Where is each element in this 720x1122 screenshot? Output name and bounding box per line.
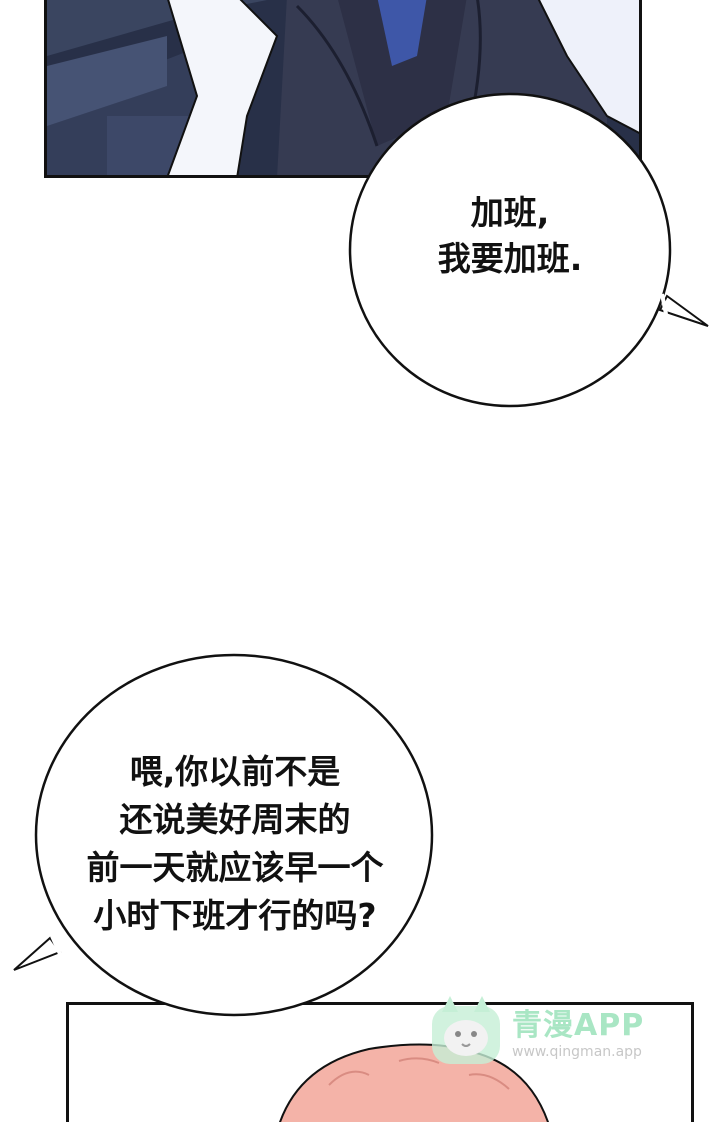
- bubble2-line-1: 喂,你以前不是: [129, 752, 341, 791]
- bubble2-line-4: 小时下班才行的吗?: [93, 896, 377, 935]
- bubble1-line-1: 加班,: [470, 193, 550, 232]
- speech-bubble-2-text: 喂,你以前不是 还说美好周末的 前一天就应该早一个 小时下班才行的吗?: [40, 748, 430, 940]
- bubble2-line-2: 还说美好周末的: [119, 800, 351, 839]
- bubble1-line-2: 我要加班.: [437, 239, 583, 278]
- bubble2-line-3: 前一天就应该早一个: [86, 848, 384, 887]
- comic-panel-top: [44, 0, 642, 178]
- speech-bubble-2: [13, 653, 434, 1017]
- cat-logo-icon: [432, 996, 500, 1064]
- watermark: 青漫APP www.qingman.app: [428, 994, 678, 1074]
- speech-bubble-1-text: 加班, 我要加班.: [390, 190, 630, 282]
- panel-top-artwork: [47, 0, 639, 175]
- speech-bubbles-layer: [13, 92, 709, 1017]
- watermark-title: 青漫APP: [512, 1008, 645, 1043]
- watermark-url: www.qingman.app: [512, 1044, 642, 1060]
- speech-bubble-1: [348, 92, 709, 408]
